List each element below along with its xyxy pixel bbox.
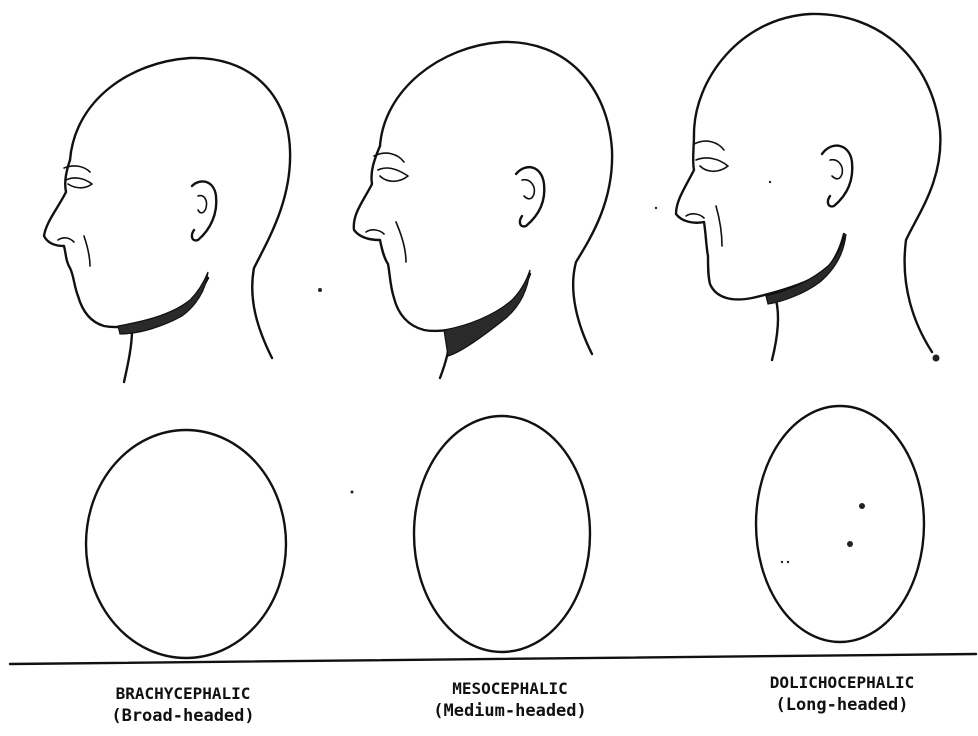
mesocephalic-caption: MESOCEPHALIC (Medium-headed) — [390, 678, 630, 722]
mesocephalic-profile — [354, 42, 612, 652]
brachycephalic-profile — [44, 58, 290, 658]
brachycephalic-label: BRACHYCEPHALIC — [68, 683, 298, 705]
dolichocephalic-label: DOLICHOCEPHALIC — [722, 672, 962, 694]
dolichocephalic-top-outline — [756, 406, 924, 642]
dolichocephalic-description: (Long-headed) — [722, 694, 962, 716]
brachycephalic-description: (Broad-headed) — [68, 705, 298, 727]
brachycephalic-top-outline — [86, 430, 286, 658]
separator-line — [10, 654, 976, 664]
dolichocephalic-caption: DOLICHOCEPHALIC (Long-headed) — [722, 672, 962, 716]
dolichocephalic-profile — [676, 14, 940, 642]
mesocephalic-label: MESOCEPHALIC — [390, 678, 630, 700]
brachycephalic-caption: BRACHYCEPHALIC (Broad-headed) — [68, 683, 298, 727]
mesocephalic-description: (Medium-headed) — [390, 700, 630, 722]
print-specks — [318, 181, 940, 563]
mesocephalic-top-outline — [414, 416, 590, 652]
